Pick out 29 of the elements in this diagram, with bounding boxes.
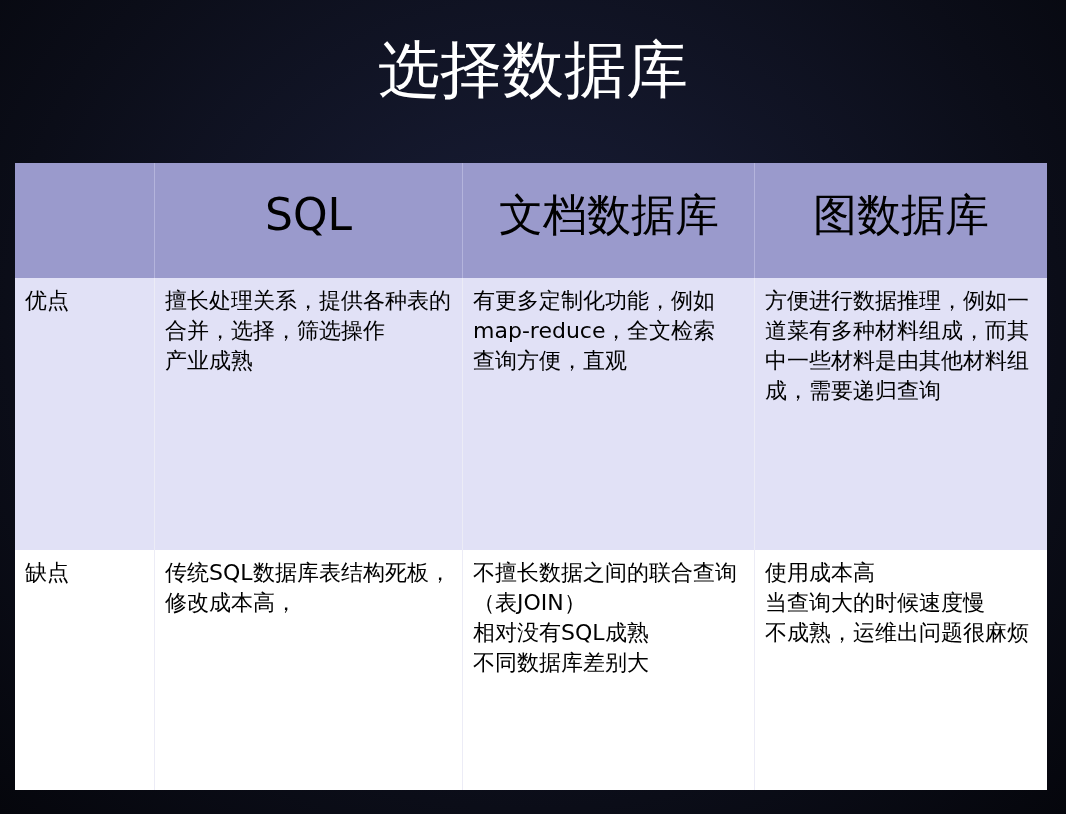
- row-heading: 缺点: [25, 559, 70, 587]
- table-cell: [155, 550, 463, 790]
- row-header-cell: [15, 550, 155, 790]
- cell-text: 方便进行数据推理，例如一道菜有多种材料组成，而其中一些材料是由其他材料组成，需要递归查询: [765, 287, 1030, 405]
- cell-text: 相对没有SQL成熟: [473, 619, 650, 647]
- table-cell: [463, 278, 755, 550]
- table-cell: [463, 550, 755, 790]
- cell-text: 不成熟，运维出问题很麻烦: [765, 619, 1030, 647]
- cell-text: 有更多定制化功能，例如map-reduce，全文检索: [473, 287, 717, 345]
- table-cell: [755, 278, 1047, 550]
- table-cell: [755, 550, 1047, 790]
- cell-text: 查询方便，直观: [473, 347, 628, 375]
- cell-text: 使用成本高: [765, 559, 876, 587]
- column-heading: 文档数据库: [497, 188, 720, 242]
- cell-text: 产业成熟: [165, 347, 254, 375]
- column-heading: SQL: [263, 188, 354, 242]
- table-cell: [155, 278, 463, 550]
- cell-text: 传统SQL数据库表结构死板，修改成本高，: [165, 559, 452, 617]
- cell-text: 不擅长数据之间的联合查询（表JOIN）: [473, 559, 738, 617]
- header-cell: [755, 163, 1047, 278]
- column-heading: 图数据库: [812, 188, 990, 242]
- cell-text: 不同数据库差别大: [473, 649, 650, 677]
- cell-text: 擅长处理关系，提供各种表的合并，选择，筛选操作: [165, 287, 452, 345]
- title: 选择数据库: [377, 32, 689, 108]
- row-header-cell: [15, 278, 155, 550]
- row-heading: 优点: [25, 287, 70, 315]
- header-cell: [155, 163, 463, 278]
- cell-text: 当查询大的时候速度慢: [765, 589, 986, 617]
- header-cell: [463, 163, 755, 278]
